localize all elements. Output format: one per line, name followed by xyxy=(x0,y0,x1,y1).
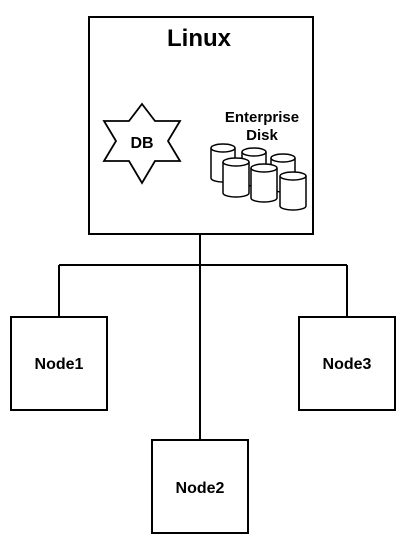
db-star: DB xyxy=(102,102,182,185)
linux-server: Linux DB Enterprise Disk xyxy=(88,16,314,235)
star-icon xyxy=(102,102,182,185)
linux-title: Linux xyxy=(167,25,232,52)
disk-label-line2: Disk xyxy=(246,127,278,144)
disk-cylinder-icon xyxy=(279,171,307,211)
disk-label-line1: Enterprise xyxy=(225,109,299,126)
node-1-box xyxy=(10,316,108,411)
disk-array xyxy=(210,143,307,211)
db-label: DB xyxy=(130,135,153,152)
node-1-label: Node1 xyxy=(35,356,84,373)
node-3-box xyxy=(298,316,396,411)
node-2: Node2 xyxy=(151,439,249,534)
node-2-box xyxy=(151,439,249,534)
node-2-label: Node2 xyxy=(176,480,225,497)
node-1: Node1 xyxy=(10,316,108,411)
node-3-label: Node3 xyxy=(323,356,372,373)
node-3: Node3 xyxy=(298,316,396,411)
disk-cylinder-icon xyxy=(222,157,250,198)
disk-cylinder-icon xyxy=(250,163,278,203)
connectors xyxy=(58,234,348,440)
